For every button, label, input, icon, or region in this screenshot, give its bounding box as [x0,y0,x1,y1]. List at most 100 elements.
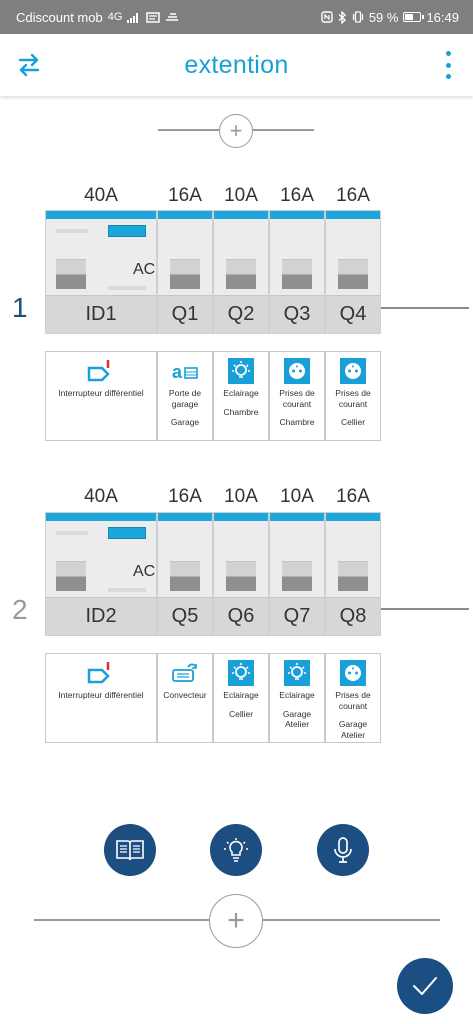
power-outlet-icon [284,358,310,384]
feed-cable [381,307,469,309]
network-type: 4G [107,10,123,23]
circuit-room: Garage Atelier [338,719,368,740]
breaker-lever [170,561,200,591]
breaker-label: Q8 [326,597,380,635]
circuit-name: Convecteur [163,690,207,700]
book-icon [116,840,144,861]
breaker-label: ID2 [46,597,156,635]
circuit-room: Garage [170,417,200,428]
circuit-card[interactable]: a Porte de garage Garage [157,351,213,441]
amperage-label: 16A [336,185,370,206]
amperage-label: 16A [168,486,202,507]
app-bar: extention [0,34,473,96]
power-outlet-icon [340,358,366,384]
amperage-label: 16A [168,185,202,206]
circuit-card[interactable]: Convecteur [157,653,213,743]
differential-breaker[interactable]: AC ID1 [45,210,157,334]
battery-percent: 59 % [368,9,399,25]
documentation-button[interactable] [104,824,156,876]
clock: 16:49 [426,9,459,25]
circuit-name: Interrupteur différentiel [58,690,144,700]
circuit-breaker[interactable]: Q1 [157,210,213,334]
breaker-label: Q1 [158,295,212,333]
circuit-card[interactable]: Eclairage Garage Atelier [269,653,325,743]
circuit-card[interactable]: Prises de courant Garage Atelier [325,653,381,743]
carrier-name: Cdiscount mob [16,9,103,25]
breaker-label: Q3 [270,295,324,333]
add-panel-bottom-button[interactable]: + [209,894,263,948]
notification-icon [146,11,161,23]
breaker-lever [226,561,256,591]
cast-icon [166,12,179,21]
circuit-card[interactable]: Prises de courant Cellier [325,351,381,441]
circuit-card[interactable]: Prises de courant Chambre [269,351,325,441]
differential-switch-icon [87,360,110,382]
nfc-icon [321,11,333,23]
breaker-lever [170,259,200,289]
breaker-lever [56,561,86,591]
row-number: 1 [12,292,28,323]
breaker-lever [226,259,256,289]
breaker-lever [282,259,312,289]
circuit-room: Garage Atelier [282,708,312,730]
svg-text:a: a [172,362,183,382]
more-vertical-icon[interactable] [443,51,453,79]
microphone-icon [334,837,352,863]
circuit-breaker[interactable]: Q8 [325,512,381,636]
circuit-breaker[interactable]: Q5 [157,512,213,636]
breaker-lever [338,259,368,289]
circuit-room: Cellier [340,417,366,428]
amperage-label: 10A [280,486,314,507]
swap-arrows-icon[interactable] [14,50,44,80]
breaker-lever [338,561,368,591]
breaker-label: Q2 [214,295,268,333]
circuit-card[interactable]: Interrupteur différentiel [45,351,157,441]
amperage-label: 10A [224,185,258,206]
circuit-name: Porte de garage [168,388,202,409]
lighting-icon [228,660,254,686]
differential-breaker[interactable]: AC ID2 [45,512,157,636]
circuit-room: Chambre [279,417,315,428]
circuit-breaker[interactable]: Q7 [269,512,325,636]
add-row-top-button[interactable]: + [219,114,253,148]
circuit-name: Eclairage [279,690,315,700]
test-button [108,527,146,539]
circuit-name: Prises de courant [279,388,315,409]
confirm-button[interactable] [397,958,453,1014]
breaker-label: Q6 [214,597,268,635]
circuit-name: Eclairage [223,690,259,700]
circuit-name: Prises de courant [335,388,371,409]
breaker-label: Q4 [326,295,380,333]
amperage-label: 40A [84,185,118,206]
convector-heater-icon [172,663,197,682]
lighting-button[interactable] [210,824,262,876]
circuit-card[interactable]: Eclairage Cellier [213,653,269,743]
test-button [108,225,146,237]
circuit-name: Eclairage [223,388,259,398]
circuit-name: Prises de courant [335,690,371,711]
check-icon [413,977,437,995]
breaker-label: ID1 [46,295,156,333]
battery-icon [403,12,425,22]
voice-button[interactable] [317,824,369,876]
signal-icon [127,12,139,23]
vibrate-icon [352,11,363,23]
circuit-card[interactable]: Eclairage Chambre [213,351,269,441]
circuit-breaker[interactable]: Q2 [213,210,269,334]
bluetooth-icon [338,10,346,24]
circuit-breaker[interactable]: Q6 [213,512,269,636]
lighting-icon [284,660,310,686]
page-title: extention [184,50,289,79]
lightbulb-icon [224,838,248,862]
amperage-label: 10A [224,486,258,507]
circuit-card[interactable]: Interrupteur différentiel [45,653,157,743]
circuit-breaker[interactable]: Q3 [269,210,325,334]
plus-icon: + [229,118,243,143]
circuit-breaker[interactable]: Q4 [325,210,381,334]
circuit-name: Interrupteur différentiel [58,388,144,398]
power-outlet-icon [340,660,366,686]
circuit-room: Chambre [223,406,259,417]
amperage-label: 16A [336,486,370,507]
breaker-type: AC [133,563,156,580]
feed-cable [381,608,469,610]
